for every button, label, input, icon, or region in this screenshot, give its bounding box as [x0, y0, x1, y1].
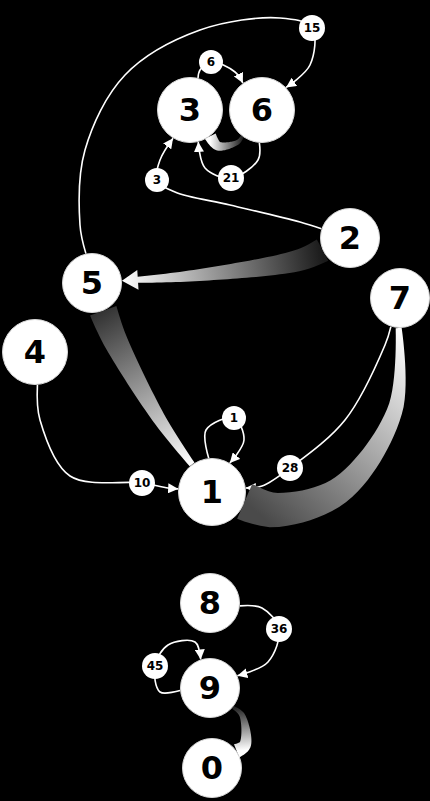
gradient-wedge [90, 306, 194, 466]
number-circle: 0 [182, 738, 242, 798]
connector-arrow [156, 138, 321, 229]
edge-label: 45 [147, 660, 164, 672]
number-circle: 2 [320, 208, 380, 268]
edge-label-badge: 28 [277, 455, 304, 482]
number-circle: 5 [62, 253, 122, 313]
gradient-wedge [205, 133, 244, 150]
digit-text: 3 [179, 94, 201, 126]
connector-group [37, 18, 405, 758]
digit-text: 9 [199, 672, 221, 704]
edge-label: 1 [230, 412, 238, 424]
circle-shape [158, 78, 223, 143]
circle-shape [181, 659, 240, 718]
circle-shape [230, 78, 295, 143]
number-circle: 1 [178, 458, 246, 526]
gradient-wedge [122, 240, 328, 290]
number-circle: 7 [370, 268, 430, 328]
number-circle: 9 [180, 658, 240, 718]
digit-text: 8 [199, 587, 221, 619]
circle-shape [63, 254, 122, 313]
digit-text: 2 [339, 222, 361, 254]
digit-text: 5 [81, 267, 103, 299]
number-circle: 4 [2, 319, 68, 385]
edge-label-badge: 45 [142, 653, 169, 680]
gradient-wedge [237, 328, 405, 527]
circle-shape [371, 269, 430, 328]
digit-text: 1 [201, 476, 223, 508]
circle-shape [3, 320, 68, 385]
connector-arrow [79, 18, 315, 254]
edge-label-badge: 36 [266, 616, 293, 643]
edge-label: 6 [207, 56, 215, 68]
edge-label-badge: 10 [129, 470, 156, 497]
edge-label-badge: 6 [199, 50, 223, 74]
edge-label: 28 [282, 462, 299, 474]
digit-text: 0 [201, 752, 223, 784]
edge-label-badge: 15 [299, 15, 326, 42]
edge-label-badge: 1 [222, 406, 246, 430]
edge-label: 15 [304, 22, 321, 34]
edge-label: 3 [153, 174, 161, 186]
number-circle: 6 [229, 77, 295, 143]
edge-label: 21 [223, 172, 240, 184]
edge-label-badge: 21 [218, 165, 245, 192]
edge-label: 36 [271, 623, 288, 635]
connector-arrow [37, 385, 178, 489]
digit-text: 4 [24, 336, 46, 368]
circle-shape [181, 574, 240, 633]
number-circle: 3 [157, 77, 223, 143]
number-circle: 8 [180, 573, 240, 633]
circle-shape [183, 739, 242, 798]
circle-shape [321, 209, 380, 268]
digit-text: 6 [251, 94, 273, 126]
circle-shape [179, 459, 246, 526]
edge-label-badge: 3 [145, 168, 169, 192]
digit-text: 7 [389, 282, 411, 314]
edge-label: 10 [134, 477, 151, 489]
